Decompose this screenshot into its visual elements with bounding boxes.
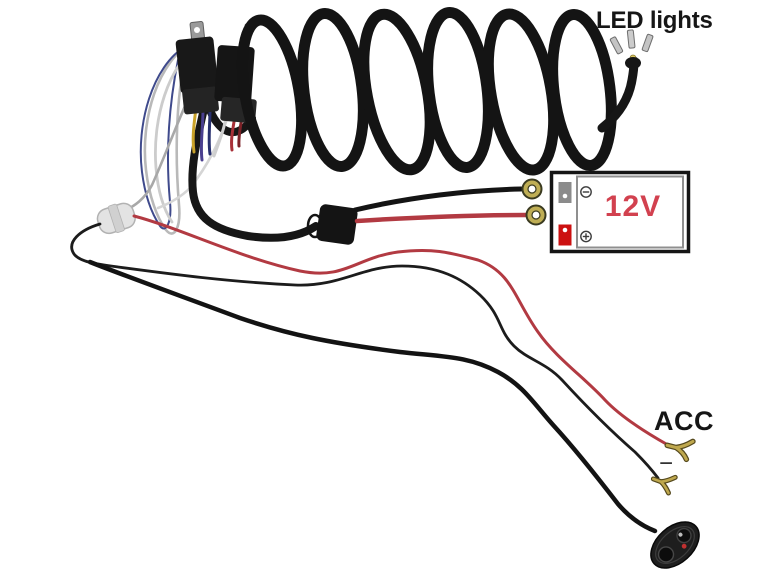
switch-bezel xyxy=(655,526,695,564)
switch-red-indicator xyxy=(681,543,687,549)
relay-1-socket xyxy=(182,86,219,115)
acc-label: ACC xyxy=(654,406,714,436)
battery-positive-terminal xyxy=(558,224,572,246)
main-harness-cable xyxy=(188,96,320,242)
darkblue-relay-wire xyxy=(207,107,212,156)
blue-loop-wire xyxy=(139,45,187,230)
battery-voltage-label: 12V xyxy=(604,190,662,223)
spade-terminal-icon xyxy=(609,36,624,55)
black-fuse-holder xyxy=(306,204,358,245)
switch-body xyxy=(650,521,700,569)
ground-black-wire xyxy=(70,222,660,480)
battery-positive-wire xyxy=(354,212,529,224)
switch-mount-hole xyxy=(657,546,675,563)
rocker-switch xyxy=(650,521,700,569)
spade-terminal-icon xyxy=(641,33,654,53)
connector-base-wrap xyxy=(625,57,641,69)
gray-loop-wire xyxy=(143,40,195,235)
ring-terminal-negative xyxy=(521,178,543,200)
switch-black-wire xyxy=(87,259,658,534)
battery-negative-terminal xyxy=(558,182,572,203)
ground-minus-label: − xyxy=(659,450,674,477)
relay-1-tab-hole xyxy=(194,27,200,33)
relay-1-body xyxy=(175,36,219,94)
battery-12v xyxy=(549,170,691,254)
battery-plus-symbol-icon xyxy=(580,230,592,243)
white-fuse-holder xyxy=(96,202,136,235)
coil-loop xyxy=(297,7,369,173)
battery-positive-terminal-dot xyxy=(562,227,568,233)
purple-relay-wire xyxy=(199,108,205,162)
acc-fork-terminal xyxy=(664,438,696,463)
battery-minus-symbol-icon xyxy=(580,186,592,198)
acc-red-wire xyxy=(132,214,670,447)
switch-button-highlight xyxy=(678,532,683,537)
spade-terminal-icon xyxy=(626,29,636,49)
battery-negative-wire xyxy=(352,186,524,213)
battery-negative-terminal-dot xyxy=(562,193,568,199)
fuse-holder-body xyxy=(316,204,358,245)
white-fuse-ridge xyxy=(107,203,125,233)
coiled-led-cable xyxy=(236,7,617,176)
switch-button xyxy=(676,527,692,544)
coil-loop xyxy=(547,8,617,172)
relay-1 xyxy=(175,21,219,115)
led-lights-label: LED lights xyxy=(596,7,713,34)
ring-terminal-positive xyxy=(525,204,547,226)
ground-fork-terminal xyxy=(650,474,678,496)
battery-inner-panel xyxy=(576,175,684,249)
led-output-connector xyxy=(597,29,654,133)
